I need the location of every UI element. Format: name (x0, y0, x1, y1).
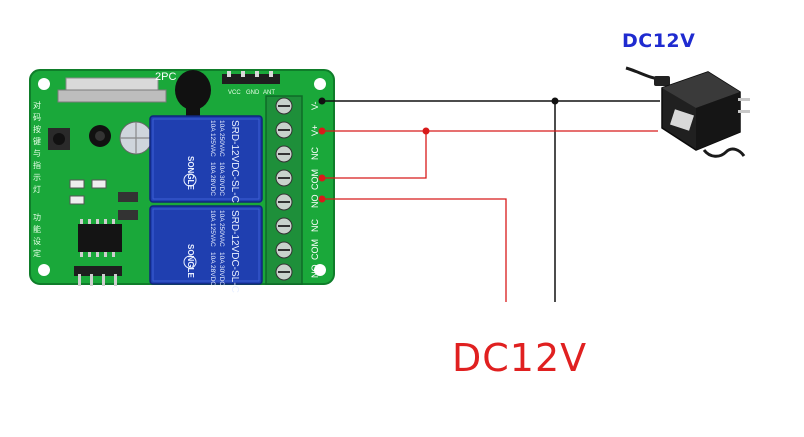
terminal-block (265, 95, 303, 285)
side-char: 码 (33, 113, 41, 122)
wire-red-no (322, 198, 507, 302)
junction-dot (318, 195, 326, 203)
mount-hole (314, 78, 326, 90)
terminal-label-no2: NO (310, 265, 320, 279)
wire-red-com (322, 131, 427, 179)
relay-model: SRD-12VDC-SL-C (229, 210, 240, 293)
relay-rating: 10A 125VAC (209, 120, 216, 157)
junction-dot (318, 127, 326, 135)
side-char: 定 (33, 248, 41, 258)
supply-label: DC12V (452, 336, 588, 380)
junction-dot (551, 97, 559, 105)
terminal-labels: V- V+ NC COM NO NC COM NO (310, 101, 320, 278)
terminal-label-com2: COM (310, 239, 320, 260)
relay-rating: 10A 125VAC (209, 210, 216, 247)
mount-hole (314, 264, 326, 276)
header-pin-label: VCC (228, 90, 241, 96)
terminal-label-no1: NO (310, 195, 320, 209)
relay-rating: 10A 30VDC (218, 252, 225, 286)
header-pins (222, 71, 280, 84)
wiring (318, 97, 660, 302)
junction-dot (318, 97, 326, 105)
side-char: 与 (33, 149, 41, 158)
terminal-label-vplus: V+ (310, 125, 320, 136)
terminal-label-vminus: V- (310, 101, 320, 110)
junction-dot (318, 174, 326, 182)
function-pins (74, 266, 122, 286)
relay-2: SRD-12VDC-SL-C 10A 250VAC 10A 30VDC 10A … (149, 205, 263, 293)
mount-hole (38, 78, 50, 90)
terminal-screws (275, 97, 293, 281)
relay-rating: 10A 250VAC (218, 120, 225, 157)
relay-rating: 10A 28VDC (209, 252, 216, 286)
side-char: 按 (33, 124, 41, 134)
antenna-coil (175, 70, 211, 110)
adapter-label: DC12V (622, 30, 696, 52)
side-char: 对 (33, 100, 41, 110)
header-pin-label: GND (246, 90, 260, 96)
terminal-label-com1: COM (310, 169, 320, 190)
side-char: 示 (33, 173, 41, 182)
relay-rating: 10A 30VDC (218, 162, 225, 196)
relay-board: 2PC VCC GND ANT (29, 69, 335, 293)
terminal-label-nc2: NC (310, 219, 320, 232)
power-adapter (625, 66, 750, 158)
terminal-label-nc1: NC (310, 147, 320, 160)
relay-brand: SONGLE (186, 156, 195, 190)
side-char: 功 (33, 212, 41, 222)
relay-model: SRD-12VDC-SL-C (229, 120, 240, 203)
relay-rating: 10A 28VDC (209, 162, 216, 196)
side-char: 设 (33, 236, 41, 246)
antenna-marking: 2PC (155, 71, 176, 83)
relay-1: SRD-12VDC-SL-C 10A 250VAC 10A 30VDC 10A … (149, 115, 263, 203)
ic-chip (78, 219, 122, 257)
relay-brand: SONGLE (186, 244, 195, 278)
side-label: 对 码 按 键 与 指 示 灯 功 能 设 定 (33, 100, 41, 258)
relay-rating: 10A 250VAC (218, 210, 225, 247)
side-char: 能 (33, 224, 41, 234)
header-pin-label: ANT (263, 90, 275, 96)
side-char: 指 (33, 160, 41, 170)
side-char: 灯 (33, 184, 41, 194)
mount-hole (38, 264, 50, 276)
side-char: 键 (33, 136, 41, 146)
